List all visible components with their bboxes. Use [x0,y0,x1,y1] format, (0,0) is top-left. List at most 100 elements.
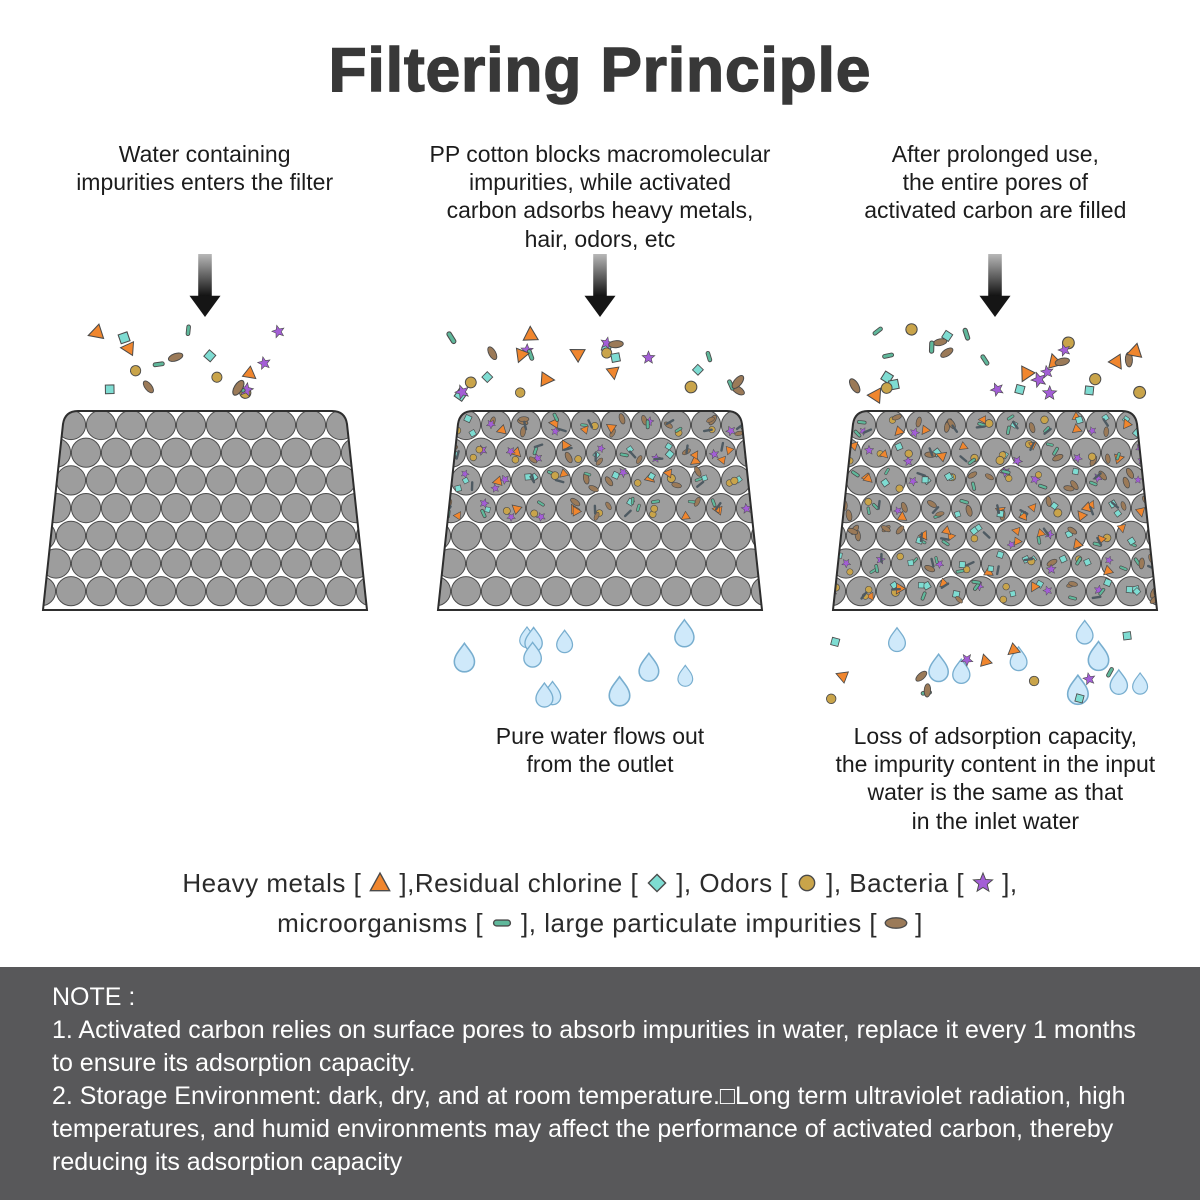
carbon-granule [42,465,56,496]
debris-slash [530,474,536,484]
dash-particle [1106,667,1115,678]
carbon-granule [465,493,497,524]
carbon-granule [190,548,221,579]
dash-particle [710,498,717,508]
star-particle [506,513,517,523]
carbon-granule [220,437,251,469]
dash-particle [980,354,990,367]
debris-slash [932,506,940,515]
down-arrow-icon [584,254,616,318]
carbon-granule [205,521,236,552]
circle-particle [730,477,739,486]
diamond-particle [481,371,494,384]
triangle-particle [86,323,105,340]
carbon-granule [450,521,482,552]
diamond-particle [1084,385,1095,396]
circle-particle [895,484,904,493]
dash-particle [185,324,191,337]
carbon-granule [1131,548,1158,579]
star-particle [617,468,629,479]
dash-particle [857,420,867,425]
circle-particle [475,446,483,454]
circle-particle [211,372,223,384]
carbon-granule [42,576,56,607]
oval-icon [884,917,908,929]
oval-particle [752,426,762,434]
legend-item-oval: large particulate impurities [] [544,903,923,943]
circle-particle [905,323,918,336]
oval-particle [1120,501,1127,511]
circle-particle [1103,534,1112,543]
legend-bracket: ], [399,867,415,898]
water-drop-icon [1087,640,1110,672]
star-particle [910,427,921,439]
diamond-particle [1132,587,1142,597]
carbon-granule [310,548,341,579]
carbon-granule [876,411,907,441]
oval-particle [231,380,245,397]
water-drop-icon [608,675,631,707]
outflow-diagram [453,618,695,708]
stage-3: After prolonged use, the entire pores of… [805,140,1186,834]
star-particle [1042,385,1058,401]
debris-slash [951,424,959,434]
note-heading: NOTE : [52,983,136,1012]
dash-particle [967,458,977,466]
carbon-granule [437,465,452,496]
dash-particle [705,351,713,363]
carbon-granule [205,411,236,441]
oval-particle [935,511,945,517]
oval-particle [588,485,599,493]
stage-1: Water containing impurities enters the f… [14,140,395,834]
carbon-granule [145,576,176,607]
circle-particle [423,422,433,432]
oval-particle [608,340,624,349]
carbon-granule [250,493,281,524]
diamond-particle [1122,631,1133,641]
carbon-granule [660,411,692,441]
stage-2-outflow [418,614,782,714]
debris-slash [1145,447,1155,455]
dash-particle [526,349,535,362]
star-particle [818,581,828,591]
legend-line-2: microorganisms [], large particulate imp… [0,903,1200,943]
debris-slash [1043,428,1053,436]
carbon-granule [540,576,572,607]
triangle-particle [1162,524,1173,535]
dash-particle [760,429,762,438]
diamond-particle [1050,501,1060,511]
circle-particle [1088,453,1097,462]
debris-slash [1102,418,1110,428]
diamond-particle [833,484,835,494]
carbon-granule [846,576,877,607]
dash-particle [941,540,950,547]
star-particle [972,871,994,892]
diamond-particle [921,476,929,484]
diamond-particle [454,484,463,493]
oval-particle [819,428,829,437]
stage-3-outflow [813,614,1177,714]
dash-particle [959,499,970,505]
oval-particle [636,455,643,465]
carbon-granule [265,411,296,441]
diamond-particle [959,561,967,569]
oval-particle [916,417,923,428]
circle-particle [1040,416,1049,425]
dash-particle [636,504,641,513]
carbon-granule [615,548,647,579]
diamond-particle [647,873,667,893]
triangle-particle [959,441,969,451]
circle-particle [574,455,582,464]
carbon-granule [495,493,527,524]
oval-particle [1105,454,1111,465]
debris-slash [822,477,830,486]
dash-particle [1089,481,1098,487]
diamond-particle [969,526,980,536]
circle-particle [999,596,1008,604]
debris-slash [665,419,675,426]
diamond-particle [701,474,709,482]
triangle-particle [1011,527,1021,537]
circle-icon [798,874,816,892]
dash-particle [1116,452,1122,461]
debris-slash [920,532,924,543]
